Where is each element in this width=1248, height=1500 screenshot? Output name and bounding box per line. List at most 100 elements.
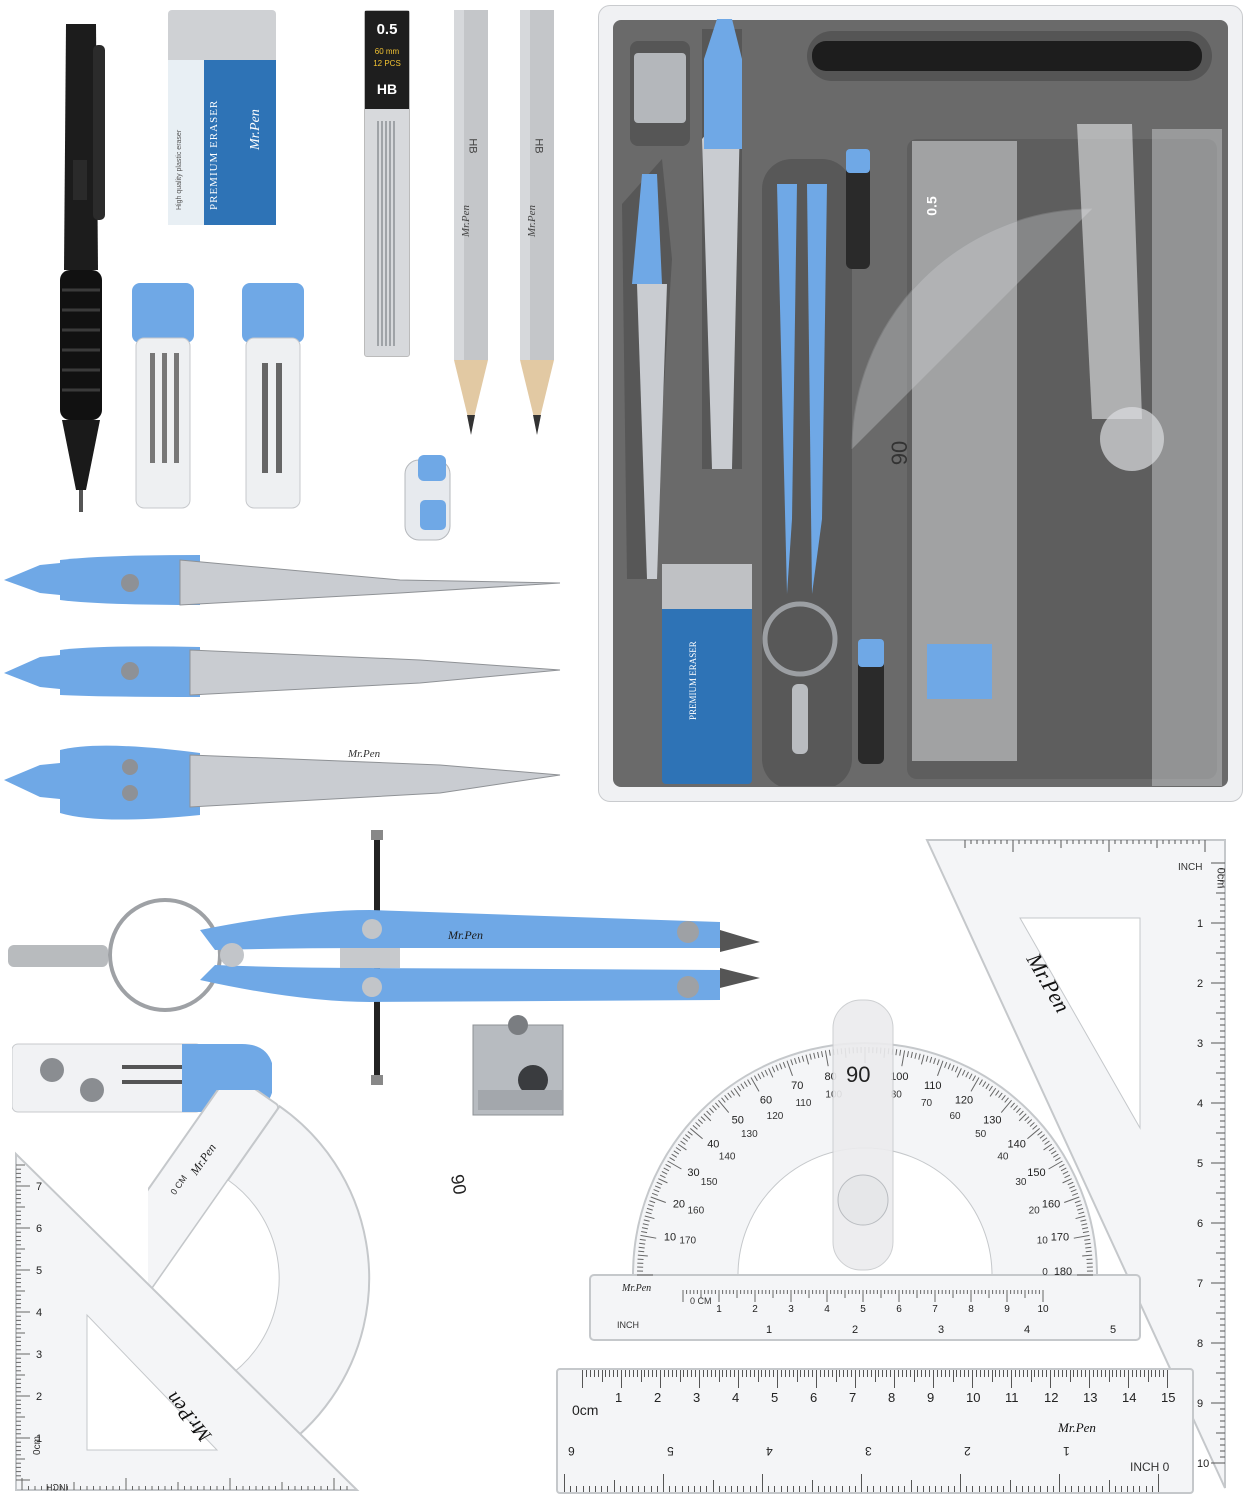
ruler-logo: Mr.Pen — [1058, 1420, 1096, 1435]
set-square-right-label: 1 — [1197, 918, 1203, 930]
ruler-inch-label: 6 — [568, 1444, 575, 1458]
case-contents — [622, 19, 1222, 786]
protractor-small — [148, 1090, 371, 1470]
pencil-1-logo: Mr.Pen — [460, 204, 473, 238]
lead-count: 12 PCS — [373, 59, 401, 68]
set-square-right-label: 9 — [1197, 1398, 1203, 1410]
ruler-cm-label: 14 — [1122, 1390, 1137, 1405]
ruler-cm-label: 13 — [1083, 1390, 1098, 1405]
pencil-2-grade: HB — [532, 138, 545, 154]
protractor-outer-label: 180 — [1054, 1266, 1072, 1278]
set-square-right-label: 6 — [1197, 1218, 1203, 1230]
ruler-inch-label: 1 — [1063, 1444, 1070, 1458]
set-square-left-label: 2 — [36, 1391, 42, 1403]
protractor-inner-label: 110 — [795, 1098, 811, 1109]
protractor-outer-label: 110 — [924, 1080, 942, 1092]
pencil-logo-area — [73, 160, 87, 200]
protractor-outer-label: 20 — [673, 1198, 685, 1210]
ruler-cm-label: 3 — [693, 1390, 701, 1405]
ruler-cm-label: 6 — [810, 1390, 818, 1405]
set-square-right-label: 8 — [1197, 1338, 1203, 1350]
bow-compass — [8, 830, 760, 1085]
protractor-inner-label: 40 — [997, 1151, 1009, 1162]
protractor-outer-label: 50 — [732, 1114, 744, 1126]
protractor-outer-label: 70 — [791, 1080, 803, 1092]
lead-refill-tube: 0.5 60 mm 12 PCS HB — [364, 10, 410, 357]
protractor-large-logo: Mr.Pen — [622, 1283, 652, 1294]
set-square-left-label: 5 — [36, 1265, 42, 1277]
protractor-outer-label: 100 — [890, 1071, 908, 1083]
pencil-2-logo: Mr.Pen — [526, 204, 539, 238]
case-protractor-90: 90 — [887, 440, 913, 466]
wood-pencil-2 — [520, 10, 554, 435]
pencil-sharpener — [472, 1015, 564, 1116]
lead-capsule-1 — [132, 283, 194, 509]
ruler-cm-label: 11 — [1005, 1390, 1019, 1405]
set-square-left-label: 1 — [36, 1433, 42, 1445]
protractor-cm-label: 5 — [860, 1304, 866, 1315]
protractor-large-inch-label: INCH — [617, 1320, 639, 1330]
protractor-inch-label: 3 — [938, 1324, 944, 1336]
case-pen — [812, 41, 1202, 71]
protractor-small-center: 90 — [446, 1172, 471, 1197]
ruler-inch-zero: INCH 0 — [1130, 1460, 1170, 1474]
eraser-label: PREMIUM ERASER — [208, 99, 220, 210]
lead-length: 60 mm — [374, 47, 400, 56]
set-square-right-label: 7 — [1197, 1278, 1203, 1290]
protractor-outer-label: 140 — [1007, 1139, 1025, 1151]
protractor-inner-label: 130 — [741, 1129, 758, 1140]
set-square-right-label: 10 — [1197, 1458, 1209, 1470]
compass-logo: Mr.Pen — [348, 748, 381, 760]
protractor-inner-label: 0 — [1042, 1267, 1048, 1278]
set-square-right-cm: 0cm — [1214, 867, 1227, 889]
protractor-cm-label: 2 — [752, 1304, 758, 1315]
protractor-outer-label: 150 — [1027, 1167, 1045, 1179]
wood-pencil-1 — [454, 10, 488, 435]
ruler-inch-label: 5 — [667, 1444, 674, 1458]
pencil-1-grade: HB — [466, 138, 479, 154]
protractor-inner-label: 120 — [767, 1111, 784, 1122]
protractor-outer-label: 10 — [664, 1232, 676, 1244]
set-square-right-label: 3 — [1197, 1038, 1203, 1050]
ruler-inch-label: 2 — [964, 1444, 971, 1458]
ruler-cm-label: 12 — [1044, 1390, 1059, 1405]
protractor-inner-label: 150 — [701, 1177, 718, 1188]
protractor-outer-label: 160 — [1042, 1198, 1060, 1210]
ruler-inch-label: 3 — [865, 1444, 872, 1458]
set-square-right-label: 2 — [1197, 978, 1203, 990]
protractor-inner-label: 10 — [1037, 1236, 1049, 1247]
ruler-cm-label: 8 — [888, 1390, 896, 1405]
protractor-cm-label: 3 — [788, 1304, 794, 1315]
protractor-inch-label: 5 — [1110, 1324, 1116, 1336]
protractor-cm-label: 1 — [716, 1304, 722, 1315]
ruler-cm-label: 10 — [966, 1390, 981, 1405]
ruler-cm-label: 7 — [849, 1390, 857, 1405]
protractor-large-cm-label: 0 CM — [690, 1296, 712, 1306]
protractor-inner-label: 30 — [1015, 1177, 1027, 1188]
protractor-outer-label: 60 — [760, 1095, 772, 1107]
ruler-cm-label: 2 — [654, 1390, 662, 1405]
protractor-inch-label: 1 — [766, 1324, 772, 1336]
set-square-left-cm: 0cm — [31, 1436, 43, 1455]
protractor-cm-label: 9 — [1004, 1304, 1010, 1315]
ruler-cm-label: 1 — [615, 1390, 623, 1405]
protractor-cm-label: 10 — [1037, 1304, 1049, 1315]
ruler-cm-label: 9 — [927, 1390, 935, 1405]
compass-lead-holder — [4, 745, 561, 820]
protractor-outer-label: 30 — [687, 1167, 699, 1179]
ruler-cm-zero: 0cm — [572, 1402, 599, 1418]
protractor-inner-label: 140 — [719, 1151, 736, 1162]
ruler-cm-label: 15 — [1161, 1390, 1176, 1405]
protractor-large-center: 90 — [846, 1062, 871, 1087]
ruler-cm-label: 4 — [732, 1390, 740, 1405]
set-square-left-label: 4 — [36, 1307, 42, 1319]
ruler-cm-label: 5 — [771, 1390, 779, 1405]
compass-with-pencil-holder — [4, 455, 561, 606]
lead-grade: HB — [376, 81, 398, 97]
eraser-top: PREMIUM ERASER Mr.Pen High quality plast… — [168, 10, 276, 225]
protractor-outer-label: 170 — [1051, 1232, 1069, 1244]
